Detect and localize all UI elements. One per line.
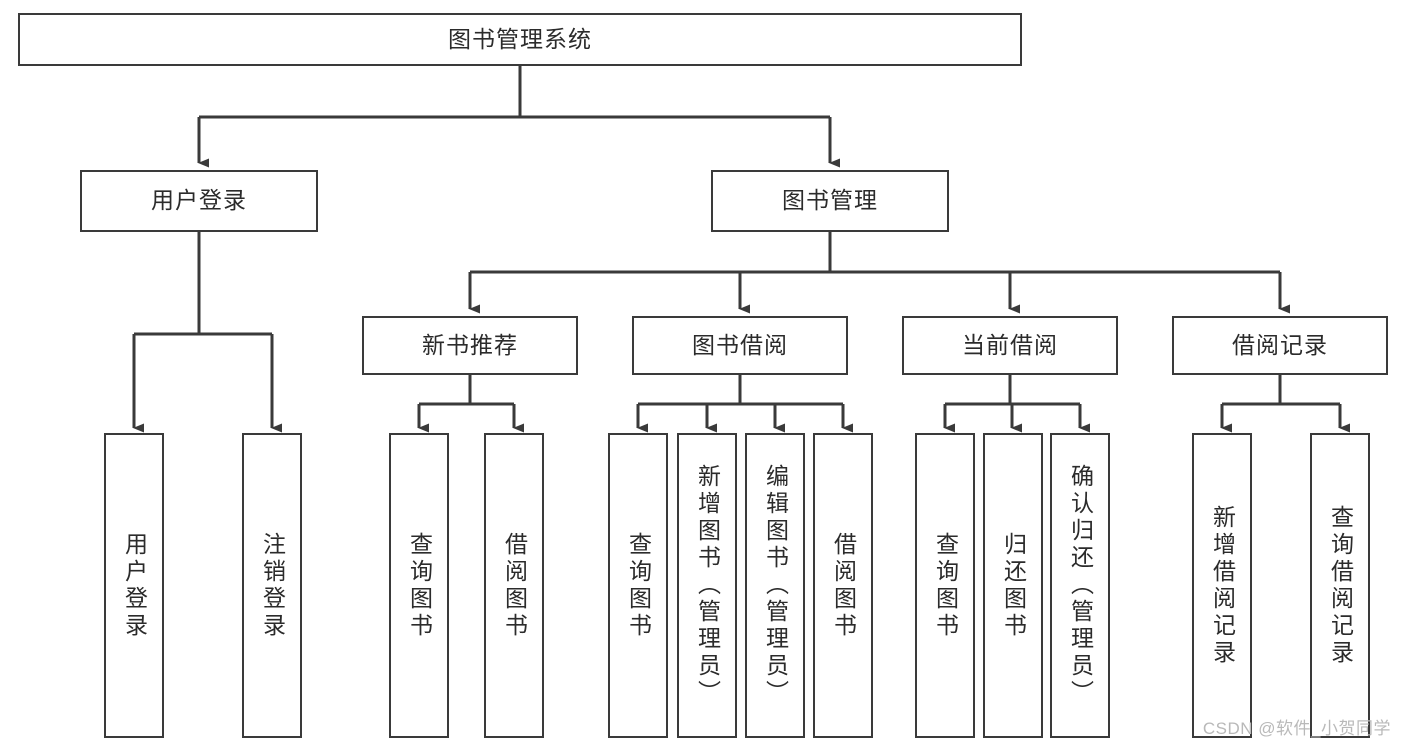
leaf-borrow-book[interactable]: 借阅图书 [813, 433, 873, 738]
node-label: 图书借阅 [692, 331, 788, 358]
leaf-user-login[interactable]: 用户登录 [104, 433, 164, 738]
node-label: 查询图书 [406, 531, 433, 640]
leaf-query-book-borrow[interactable]: 查询图书 [608, 433, 668, 738]
node-label: 编辑图书（管理员） [762, 464, 789, 707]
node-label: 查询图书 [932, 531, 959, 640]
node-label: 归还图书 [1000, 531, 1027, 640]
leaf-return-book[interactable]: 归还图书 [983, 433, 1043, 738]
node-label: 查询图书 [625, 531, 652, 640]
leaf-add-borrow-record[interactable]: 新增借阅记录 [1192, 433, 1252, 738]
node-label: 查询借阅记录 [1327, 504, 1354, 667]
csdn-watermark: CSDN @软件_小贺同学 [1202, 719, 1391, 738]
leaf-query-book-current[interactable]: 查询图书 [915, 433, 975, 738]
leaf-edit-book-admin[interactable]: 编辑图书（管理员） [745, 433, 805, 738]
node-label: 图书管理系统 [448, 25, 592, 52]
node-label: 确认归还（管理员） [1067, 464, 1094, 707]
node-label: 新增借阅记录 [1209, 504, 1236, 667]
node-borrow-record[interactable]: 借阅记录 [1172, 316, 1388, 375]
leaf-query-borrow-record[interactable]: 查询借阅记录 [1310, 433, 1370, 738]
node-label: 图书管理 [782, 187, 878, 214]
node-label: 当前借阅 [962, 331, 1058, 358]
node-label: 新书推荐 [422, 331, 518, 358]
leaf-user-logout[interactable]: 注销登录 [242, 433, 302, 738]
node-label: 用户登录 [151, 187, 247, 214]
leaf-borrow-book-recommend[interactable]: 借阅图书 [484, 433, 544, 738]
node-book-borrow[interactable]: 图书借阅 [632, 316, 848, 375]
node-book-management[interactable]: 图书管理 [711, 170, 949, 232]
leaf-add-book-admin[interactable]: 新增图书（管理员） [677, 433, 737, 738]
node-current-borrow[interactable]: 当前借阅 [902, 316, 1118, 375]
leaf-query-book-recommend[interactable]: 查询图书 [389, 433, 449, 738]
node-root[interactable]: 图书管理系统 [18, 13, 1022, 66]
node-label: 借阅记录 [1232, 331, 1328, 358]
node-label: 新增图书（管理员） [694, 464, 721, 707]
node-label: 借阅图书 [830, 531, 857, 640]
node-label: 注销登录 [259, 531, 286, 640]
node-label: 借阅图书 [501, 531, 528, 640]
node-user-login[interactable]: 用户登录 [80, 170, 318, 232]
node-label: 用户登录 [121, 531, 148, 640]
node-new-book-recommend[interactable]: 新书推荐 [362, 316, 578, 375]
leaf-confirm-return-admin[interactable]: 确认归还（管理员） [1050, 433, 1110, 738]
